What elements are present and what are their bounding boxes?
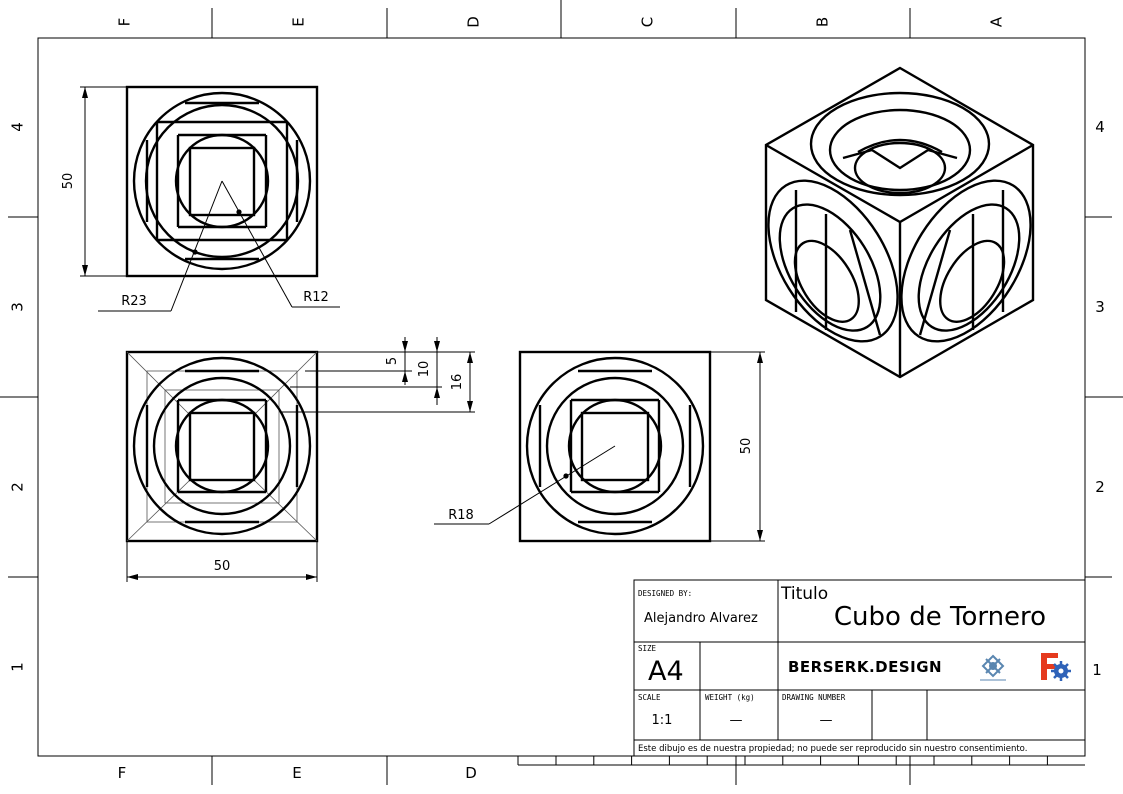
zone-number-right-2: 2 (1095, 478, 1105, 496)
dim-r12: R12 (303, 290, 329, 305)
drawing-number-label: DRAWING NUMBER (782, 693, 846, 702)
zone-letter-bottom-e: E (292, 764, 301, 782)
dim-r18: R18 (448, 508, 474, 523)
zone-number-left-2: 2 (9, 482, 27, 492)
drawing-title: Cubo de Tornero (834, 602, 1046, 632)
zone-letter-top-d: D (465, 16, 483, 28)
emblem-icon (980, 654, 1006, 681)
zone-letter-top-f: F (116, 18, 134, 27)
copyright-notice: Este dibujo es de nuestra propiedad; no … (638, 744, 1027, 754)
zone-number-right-4: 4 (1095, 118, 1105, 136)
zone-number-right-1: 1 (1092, 661, 1102, 679)
weight-value: — (730, 713, 743, 728)
front-view (125, 337, 475, 582)
dim-16: 16 (450, 374, 465, 391)
sheet-size: A4 (648, 656, 684, 687)
zone-number-left-3: 3 (9, 302, 27, 312)
dim-r23: R23 (121, 294, 147, 309)
size-label: SIZE (638, 644, 657, 653)
zone-letter-bottom-f: F (118, 764, 127, 782)
zone-letter-top-e: E (290, 17, 308, 26)
dim-10: 10 (417, 361, 432, 378)
top-view (80, 85, 340, 312)
scale-label: SCALE (638, 693, 661, 702)
zone-number-right-3: 3 (1095, 298, 1105, 316)
side-view (434, 350, 765, 543)
zone-number-left-1: 1 (9, 662, 27, 672)
dim-5: 5 (385, 357, 400, 365)
scale-value: 1:1 (652, 713, 673, 728)
dim-side-height: 50 (739, 438, 754, 455)
zone-number-left-4: 4 (9, 122, 27, 132)
designed-by-label: DESIGNED BY: (638, 589, 692, 598)
isometric-view (764, 66, 1035, 379)
zone-letter-top-c: C (639, 17, 657, 27)
title-label: Titulo (780, 584, 828, 604)
freecad-logo-icon (1041, 653, 1071, 681)
zone-letter-top-a: A (988, 16, 1006, 27)
company-logo-text: BERSERK.DESIGN (788, 658, 942, 676)
drawing-number-value: — (820, 713, 833, 728)
dim-top-height: 50 (61, 173, 76, 190)
weight-label: WEIGHT (kg) (705, 693, 755, 702)
title-block (633, 579, 1086, 757)
zone-letter-top-b: B (814, 17, 832, 27)
zone-letter-bottom-d: D (465, 764, 477, 782)
dim-front-width: 50 (214, 559, 231, 574)
designer-name: Alejandro Alvarez (644, 611, 758, 626)
